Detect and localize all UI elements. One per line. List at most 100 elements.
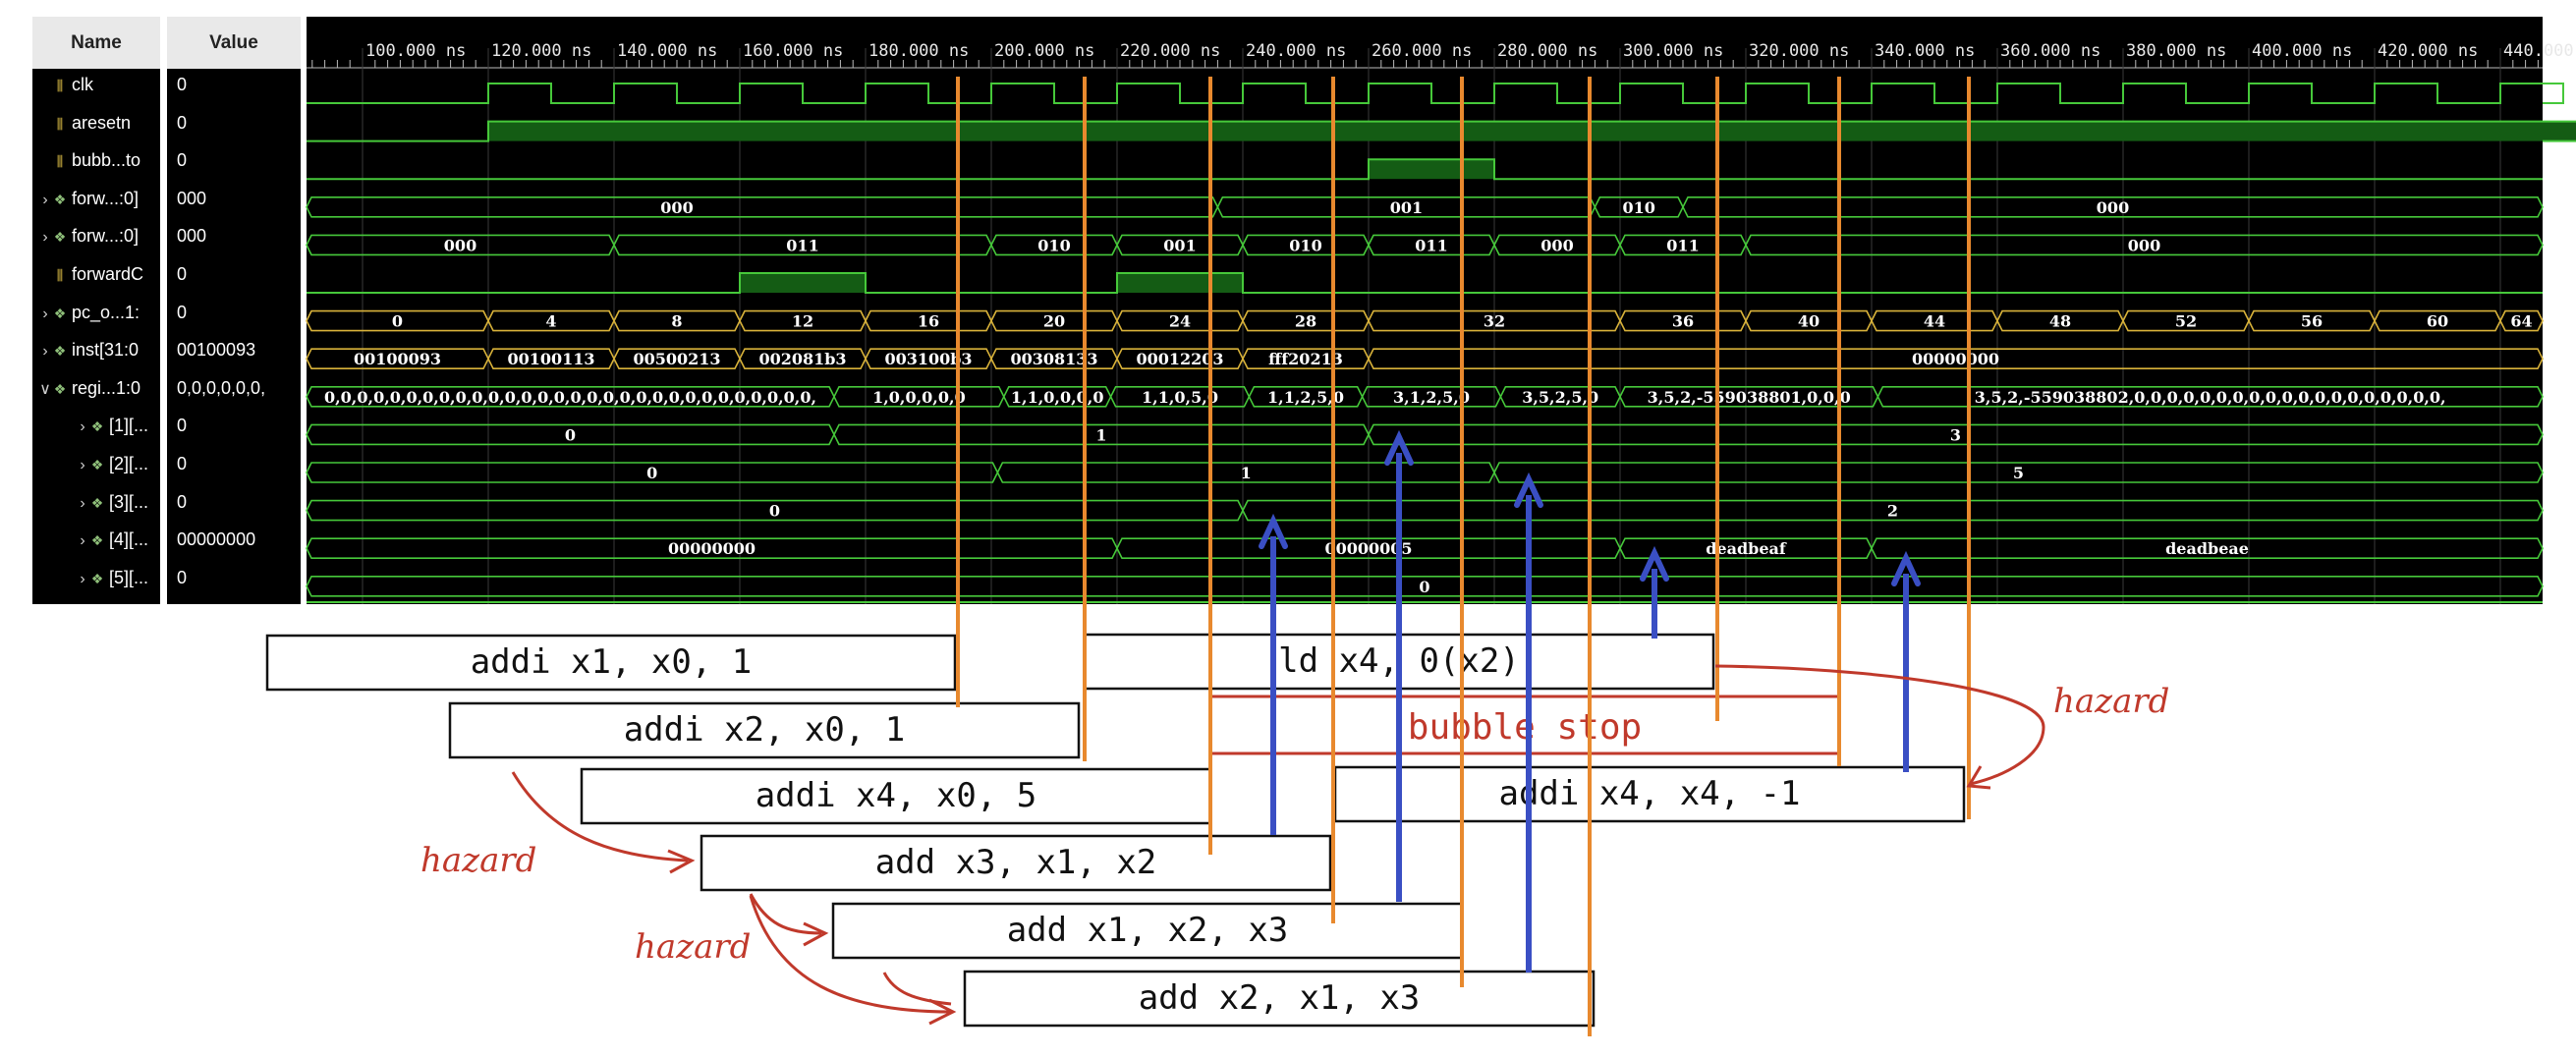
bus-value-label: 000 xyxy=(444,236,476,254)
bus-value-label: 011 xyxy=(786,236,818,254)
hazard-arrow xyxy=(882,972,952,1006)
time-axis-label: 420.000 ns xyxy=(2378,41,2478,61)
instruction-box xyxy=(265,634,957,692)
signal-name-row[interactable]: ∨❖ regi...1:0 xyxy=(38,378,140,416)
signal-name-row[interactable]: ›❖pc_o...1: xyxy=(38,303,140,340)
signal-name-row[interactable]: ⫼ bubb...to xyxy=(38,150,140,188)
signal-name-row[interactable]: ⫼aresetn xyxy=(38,113,131,150)
bus-value-label: 3,5,2,-559038802,0,0,0,0,0,0,0,0,0,0,0,0… xyxy=(1975,388,2446,407)
instruction-box xyxy=(831,902,1464,960)
bus-segment xyxy=(1745,234,2544,256)
bus-value-label: 60 xyxy=(2427,312,2448,331)
bit-signal-icon: ⫼ xyxy=(56,78,64,93)
bus-signal-icon: ❖ xyxy=(53,229,67,246)
bus-signal-icon: ❖ xyxy=(53,380,67,397)
chevron-right-icon[interactable]: › xyxy=(80,418,85,436)
chevron-right-icon[interactable]: › xyxy=(80,457,85,473)
chevron-right-icon[interactable]: › xyxy=(42,191,48,208)
chevron-right-icon[interactable]: › xyxy=(80,570,85,587)
hazard-arrow xyxy=(749,893,822,935)
time-axis-label: 440.000 xyxy=(2503,41,2574,61)
signal-value: 0 xyxy=(177,491,188,512)
regfile-waveform: 0,0,0,0,0,0,0,0,0,0,0,0,0,0,0,0,0,0,0,0,… xyxy=(306,386,2544,408)
signal-name-label: aresetn xyxy=(72,112,132,133)
signal-name-row[interactable]: ⫼clk xyxy=(38,75,93,112)
bus-value-label: 010 xyxy=(1622,198,1654,217)
signal-value: 0 xyxy=(177,416,188,436)
instruction-box xyxy=(963,970,1596,1028)
high-level-fill xyxy=(740,273,866,293)
signal-name-row[interactable]: ›❖[1][... xyxy=(76,416,148,453)
bus-value-label: 3 xyxy=(1950,425,1961,444)
name-column-header[interactable]: Name xyxy=(32,17,160,69)
chevron-down-icon[interactable]: ∨ xyxy=(39,380,51,398)
signal-name-row[interactable]: ›❖inst[31:0 xyxy=(38,340,139,377)
bus-value-label: 000 xyxy=(660,198,693,217)
time-axis-label: 140.000 ns xyxy=(617,41,717,61)
signal-value: 0 xyxy=(177,567,188,587)
bubble-waveform xyxy=(307,158,2543,181)
instruction-text: addi x4, x4, -1 xyxy=(1498,774,1800,813)
time-axis-label: 260.000 ns xyxy=(1372,41,1472,61)
time-axis-label: 400.000 ns xyxy=(2252,41,2352,61)
signal-name-row[interactable]: ›❖[5][... xyxy=(76,568,148,605)
bit-signal-icon: ⫼ xyxy=(56,267,64,283)
chevron-right-icon[interactable]: › xyxy=(80,532,85,550)
signal-name-row[interactable]: ›❖[3][... xyxy=(76,492,148,529)
instruction-text: addi x1, x0, 1 xyxy=(471,642,753,682)
chevron-right-icon[interactable]: › xyxy=(80,494,85,512)
bus-value-label: 28 xyxy=(1295,312,1316,331)
forwardC-waveform xyxy=(307,272,2543,294)
bus-value-label: 3,1,2,5,0 xyxy=(1393,388,1470,407)
signal-name-row[interactable]: ›❖[4][... xyxy=(76,529,148,567)
value-column-header[interactable]: Value xyxy=(167,17,301,69)
signal-name-label: [3][... xyxy=(109,491,149,512)
bus-segment xyxy=(306,196,1219,218)
bus-value-label: 001 xyxy=(1390,198,1423,217)
chevron-right-icon[interactable]: › xyxy=(42,229,48,247)
signal-name-row[interactable]: ›❖[2][... xyxy=(76,454,148,491)
chevron-right-icon[interactable]: › xyxy=(42,305,48,322)
bus-value-label: 5 xyxy=(2013,464,2024,482)
bus-value-label: 010 xyxy=(1289,236,1321,254)
signal-value: 0 xyxy=(177,150,188,171)
bus-value-label: 000 xyxy=(2128,236,2160,254)
time-axis-label: 200.000 ns xyxy=(994,41,1094,61)
bus-value-label: 0,0,0,0,0,0,0,0,0,0,0,0,0,0,0,0,0,0,0,0,… xyxy=(324,388,816,407)
bit-signal-icon: ⫼ xyxy=(56,153,64,170)
bus-value-label: 1 xyxy=(1241,464,1252,482)
bus-value-label: 16 xyxy=(918,312,939,331)
bus-value-label: 00308133 xyxy=(1010,350,1097,368)
bus-value-label: 2 xyxy=(1887,502,1898,521)
high-level-fill xyxy=(1117,273,1243,293)
signal-value: 00100093 xyxy=(177,340,256,361)
bus-value-label: 000 xyxy=(2097,198,2129,217)
hazard-label: hazard xyxy=(635,927,751,967)
instruction-text: addi x4, x0, 5 xyxy=(756,776,1037,815)
signal-name-row[interactable]: ›❖forw...:0] xyxy=(38,226,139,263)
signal-name-label: regi...1:0 xyxy=(72,377,141,398)
instruction-box xyxy=(448,701,1081,759)
bus-value-label: 56 xyxy=(2301,312,2323,331)
bus-value-label: 40 xyxy=(1798,312,1820,331)
signal-name-label: bubb...to xyxy=(72,150,141,171)
hazard-label: hazard xyxy=(2053,682,2169,721)
chevron-right-icon[interactable]: › xyxy=(42,343,48,361)
signal-name-row[interactable]: ›❖forw...:0] xyxy=(38,189,139,226)
signal-name-row[interactable]: ⫼ forwardC xyxy=(38,264,143,302)
instruction-box xyxy=(1333,765,1966,823)
waveform-trace xyxy=(307,272,2543,294)
signal-value: 0 xyxy=(177,302,188,322)
bus-value-label: 0 xyxy=(392,312,403,331)
bus-value-label: 000 xyxy=(1540,236,1573,254)
bus-value-label: 1,1,0,0,0,0 xyxy=(1011,388,1104,407)
signal-value: 0 xyxy=(177,264,188,284)
instruction-text: add x2, x1, x3 xyxy=(1139,978,1421,1018)
signal-name-label: forwardC xyxy=(72,264,144,284)
instruction-box xyxy=(700,834,1332,892)
signal-name-label: [2][... xyxy=(109,454,149,473)
